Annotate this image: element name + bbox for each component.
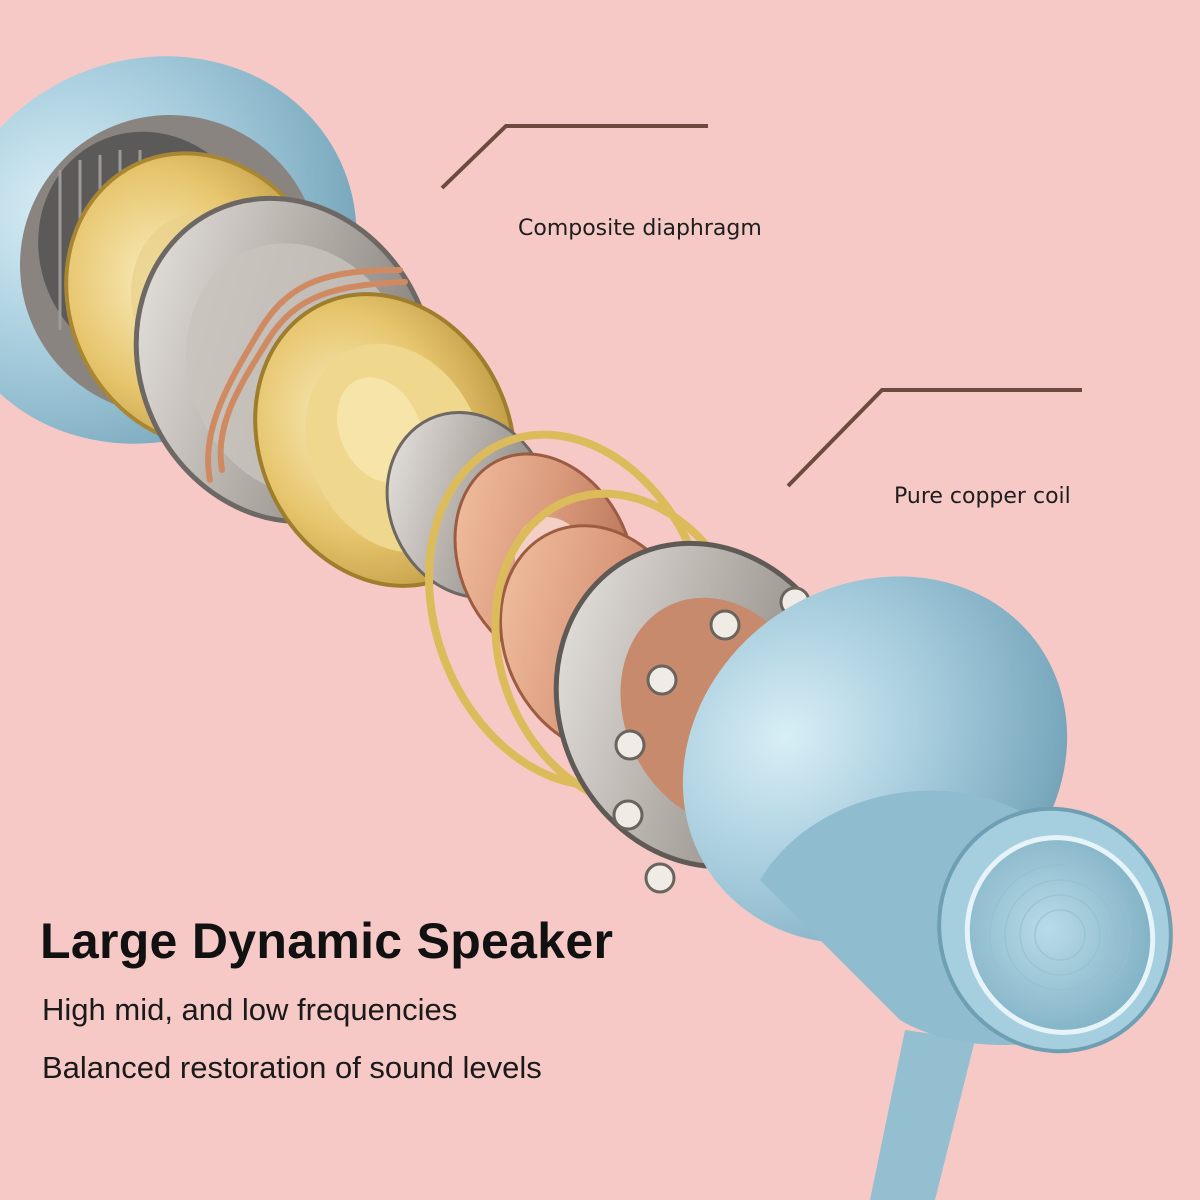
diaphragm-leader-line bbox=[440, 124, 708, 190]
pure-copper-coil-label: Pure copper coil bbox=[894, 484, 1071, 509]
headline: Large Dynamic Speaker bbox=[40, 913, 614, 969]
subline-frequencies: High mid, and low frequencies bbox=[42, 992, 458, 1027]
subline-balance: Balanced restoration of sound levels bbox=[42, 1050, 542, 1085]
coil-leader-line bbox=[786, 388, 1082, 488]
vent-holes bbox=[612, 586, 811, 894]
front-earbud bbox=[682, 576, 1173, 1200]
composite-diaphragm-label: Composite diaphragm bbox=[518, 216, 762, 241]
copper-coil-wire bbox=[205, 267, 408, 483]
